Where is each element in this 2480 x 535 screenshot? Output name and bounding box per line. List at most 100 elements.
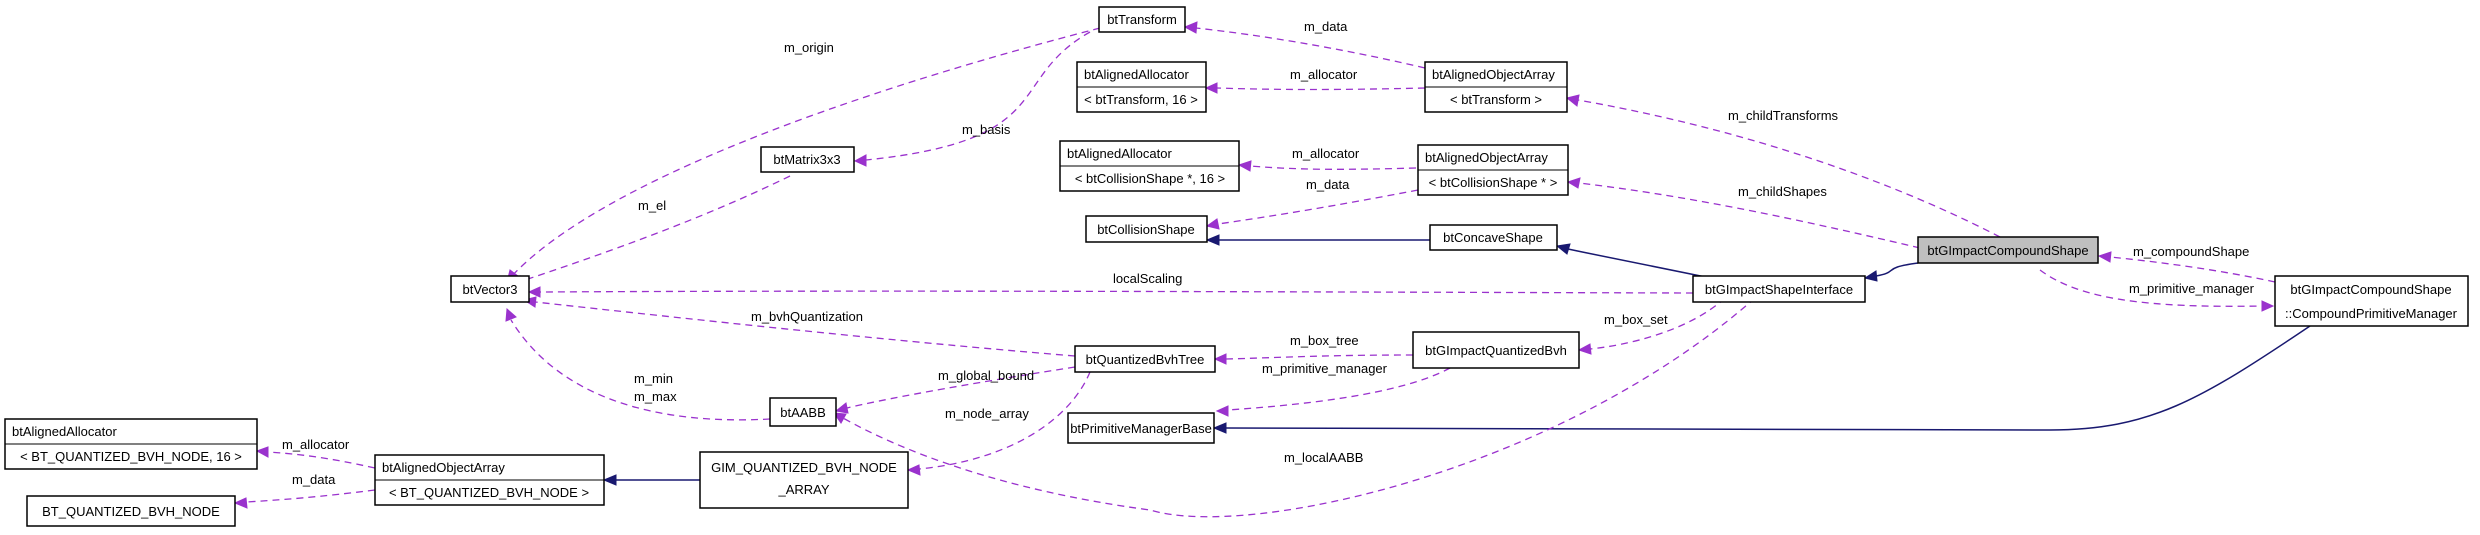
label-m-bvh-quantization: m_bvhQuantization xyxy=(751,309,863,324)
svg-text:btAABB: btAABB xyxy=(780,405,826,420)
label-m-el: m_el xyxy=(638,198,666,213)
label-m-child-transforms: m_childTransforms xyxy=(1728,108,1839,123)
edge-inherit-compound-manager-base xyxy=(1224,325,2311,431)
node-bt-aligned-object-array-collision-shape[interactable]: btAlignedObjectArray < btCollisionShape … xyxy=(1417,144,1569,196)
node-bt-aligned-allocator-collision-shape-16[interactable]: btAlignedAllocator < btCollisionShape *,… xyxy=(1059,140,1240,192)
edge-m-primitive-manager-base-arrowhead xyxy=(1215,405,1229,417)
edge-m-box-set xyxy=(1589,297,1726,350)
node-bt-aligned-object-array-bvh-node[interactable]: btAlignedObjectArray < BT_QUANTIZED_BVH_… xyxy=(374,454,605,506)
edge-m-node-array-arrowhead xyxy=(906,464,921,476)
node-bt-transform[interactable]: btTransform xyxy=(1098,6,1186,33)
label-m-box-tree: m_box_tree xyxy=(1290,333,1359,348)
edge-m-primitive-manager-compound-arrowhead xyxy=(2261,300,2275,312)
edge-inherit-compound-interface-arrowhead xyxy=(1863,270,1878,282)
svg-text:btConcaveShape: btConcaveShape xyxy=(1443,230,1543,245)
label-m-data-bvh: m_data xyxy=(292,472,336,487)
svg-text:< BT_QUANTIZED_BVH_NODE, 16 >: < BT_QUANTIZED_BVH_NODE, 16 > xyxy=(20,449,242,464)
edge-m-compound-shape-arrowhead xyxy=(2097,251,2112,263)
svg-text:< btCollisionShape *, 16 >: < btCollisionShape *, 16 > xyxy=(1075,171,1225,186)
node-bt-matrix3x3[interactable]: btMatrix3x3 xyxy=(760,146,855,173)
edge-inherit-compound-manager-base-arrowhead xyxy=(1212,422,1227,434)
edge-m-el xyxy=(521,175,791,282)
svg-text:btVector3: btVector3 xyxy=(463,282,518,297)
svg-text:btMatrix3x3: btMatrix3x3 xyxy=(773,152,840,167)
label-m-primitive-manager-compound: m_primitive_manager xyxy=(2129,281,2255,296)
edge-local-scaling-arrowhead xyxy=(527,286,541,298)
svg-text:btAlignedObjectArray: btAlignedObjectArray xyxy=(1425,150,1548,165)
node-bt-aligned-allocator-bt-transform-16[interactable]: btAlignedAllocator < btTransform, 16 > xyxy=(1076,61,1207,113)
svg-text:btQuantizedBvhTree: btQuantizedBvhTree xyxy=(1086,352,1205,367)
node-bt-quantized-bvh-tree[interactable]: btQuantizedBvhTree xyxy=(1074,345,1216,373)
edge-m-global-bound-arrowhead xyxy=(834,402,849,414)
label-m-origin: m_origin xyxy=(784,40,834,55)
label-local-scaling: localScaling xyxy=(1113,271,1182,286)
label-m-compound-shape: m_compoundShape xyxy=(2133,244,2249,259)
edge-m-basis xyxy=(865,31,1091,161)
node-bt-concave-shape[interactable]: btConcaveShape xyxy=(1429,224,1558,251)
edge-m-basis-arrowhead xyxy=(853,154,867,167)
svg-text:btAlignedAllocator: btAlignedAllocator xyxy=(1084,67,1189,82)
edge-m-child-transforms xyxy=(1577,99,2001,238)
svg-text:btAlignedObjectArray: btAlignedObjectArray xyxy=(382,460,505,475)
edge-m-allocator-collision xyxy=(1249,165,1417,170)
node-compound-primitive-manager[interactable]: btGImpactCompoundShape ::CompoundPrimiti… xyxy=(2274,275,2469,327)
node-bt-vector3[interactable]: btVector3 xyxy=(450,275,530,303)
label-m-local-aabb: m_localAABB xyxy=(1284,450,1363,465)
edge-m-data-bvh xyxy=(245,489,376,503)
edge-inherit-interface-concave-arrowhead xyxy=(1555,243,1571,255)
node-bt-gimpact-compound-shape[interactable]: btGImpactCompoundShape xyxy=(1917,236,2099,264)
svg-text:BT_QUANTIZED_BVH_NODE: BT_QUANTIZED_BVH_NODE xyxy=(42,504,220,519)
node-bt-gimpact-shape-interface[interactable]: btGImpactShapeInterface xyxy=(1692,275,1866,303)
svg-text:btAlignedAllocator: btAlignedAllocator xyxy=(1067,146,1172,161)
svg-text:btAlignedObjectArray: btAlignedObjectArray xyxy=(1432,67,1555,82)
edge-m-child-shapes xyxy=(1578,182,1921,249)
edge-inherit-concave-collision-arrowhead xyxy=(1205,234,1220,246)
svg-text:btAlignedAllocator: btAlignedAllocator xyxy=(12,424,117,439)
svg-text:btPrimitiveManagerBase: btPrimitiveManagerBase xyxy=(1070,421,1212,436)
edge-m-child-transforms-arrowhead xyxy=(1565,94,1580,107)
node-bt-primitive-manager-base[interactable]: btPrimitiveManagerBase xyxy=(1067,412,1215,444)
edge-m-compound-shape xyxy=(2109,256,2276,283)
edge-m-data-transform xyxy=(1195,27,1426,69)
label-m-child-shapes: m_childShapes xyxy=(1738,184,1827,199)
svg-text:GIM_QUANTIZED_BVH_NODE: GIM_QUANTIZED_BVH_NODE xyxy=(711,460,897,475)
nodes: btTransform btAlignedObjectArray < btTra… xyxy=(4,6,2469,527)
edge-m-primitive-manager-base xyxy=(1227,367,1451,411)
edge-local-scaling xyxy=(539,290,1694,294)
edge-labels: m_origin m_basis m_data m_allocator m_ch… xyxy=(282,19,2255,487)
svg-text:< btTransform, 16 >: < btTransform, 16 > xyxy=(1084,92,1198,107)
svg-text:< btTransform >: < btTransform > xyxy=(1450,92,1542,107)
node-gim-quantized-bvh-node-array[interactable]: GIM_QUANTIZED_BVH_NODE _ARRAY xyxy=(699,451,909,509)
node-bt-quantized-bvh-node[interactable]: BT_QUANTIZED_BVH_NODE xyxy=(26,495,236,527)
svg-text:::CompoundPrimitiveManager: ::CompoundPrimitiveManager xyxy=(2285,306,2458,321)
edges xyxy=(233,21,2311,518)
svg-text:_ARRAY: _ARRAY xyxy=(777,482,829,497)
edge-m-allocator-bvh xyxy=(267,451,376,469)
edge-m-allocator-transform-arrowhead xyxy=(1204,82,1218,94)
edge-m-local-aabb xyxy=(842,297,1756,518)
node-bt-gimpact-quantized-bvh[interactable]: btGImpactQuantizedBvh xyxy=(1412,331,1580,369)
label-m-global-bound: m_global_bound xyxy=(938,368,1034,383)
svg-text:btGImpactQuantizedBvh: btGImpactQuantizedBvh xyxy=(1425,343,1567,358)
edge-m-node-array xyxy=(918,371,1091,470)
node-bt-collision-shape[interactable]: btCollisionShape xyxy=(1085,215,1208,243)
edge-inherit-compound-interface xyxy=(1875,262,1919,277)
edge-m-min-max xyxy=(510,319,771,421)
edge-m-data-collision xyxy=(1217,189,1419,225)
label-m-basis: m_basis xyxy=(962,122,1011,137)
label-m-primitive-manager-base: m_primitive_manager xyxy=(1262,361,1388,376)
svg-text:btGImpactCompoundShape: btGImpactCompoundShape xyxy=(2290,282,2451,297)
node-bt-aabb[interactable]: btAABB xyxy=(769,397,837,427)
edge-m-box-tree xyxy=(1225,354,1414,360)
svg-text:< BT_QUANTIZED_BVH_NODE >: < BT_QUANTIZED_BVH_NODE > xyxy=(389,485,589,500)
svg-text:btGImpactCompoundShape: btGImpactCompoundShape xyxy=(1927,243,2088,258)
label-m-data-collision: m_data xyxy=(1306,177,1350,192)
edge-m-data-collision-arrowhead xyxy=(1205,218,1220,230)
node-bt-aligned-allocator-bvh-node-16[interactable]: btAlignedAllocator < BT_QUANTIZED_BVH_NO… xyxy=(4,418,258,470)
label-m-node-array: m_node_array xyxy=(945,406,1029,421)
edge-m-box-tree-arrowhead xyxy=(1213,353,1227,365)
edge-m-global-bound xyxy=(846,366,1076,409)
edge-inherit-gim-array-arrowhead xyxy=(602,474,617,486)
node-bt-aligned-object-array-bt-transform[interactable]: btAlignedObjectArray < btTransform > xyxy=(1424,61,1568,113)
